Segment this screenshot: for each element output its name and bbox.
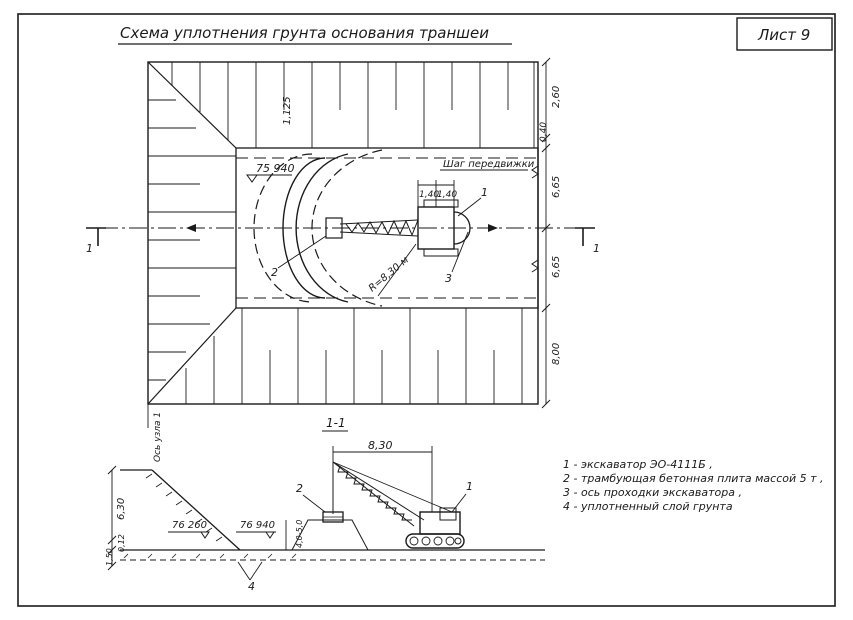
track-wheels: [409, 536, 462, 546]
tamping-arc-1: [282, 157, 326, 299]
section-elev-right-marker: [265, 531, 275, 539]
slope-edge-lower: [147, 307, 237, 405]
slope-hatch: [145, 473, 223, 542]
radius-leader: [377, 243, 417, 297]
tamping-arc-3: [253, 153, 313, 303]
section-callout-4: 4: [248, 580, 255, 593]
section-elev-left-marker: [200, 531, 210, 539]
section-mark-right-label: 1: [593, 242, 600, 255]
section-mark-left: [86, 227, 106, 246]
tamping-arc-2: [295, 153, 349, 303]
tamping-plate-plan: [325, 217, 343, 239]
plan-top-dim: 1,125: [282, 96, 293, 125]
crane-boom: [332, 461, 425, 527]
plan-outline: [147, 61, 539, 405]
left-dim-1: 6,30: [116, 498, 127, 520]
section-elev-right: 76 940: [240, 520, 275, 531]
excavator-track-upper: [423, 199, 459, 208]
section-elev-left: 76 260: [172, 520, 207, 531]
right-dim-2: 0,40: [539, 122, 549, 142]
section-title: 1-1: [326, 416, 346, 430]
excavation-slope: [151, 469, 241, 551]
bottom-hatch: [123, 553, 297, 559]
plan-callout-1: 1: [481, 186, 488, 199]
plan-elevation-marker: [246, 174, 258, 183]
sheet-frame: [17, 13, 836, 607]
plan-callout-2: 2: [271, 266, 278, 279]
plan-callout-3-leader: [451, 231, 469, 273]
section-mark-left-label: 1: [86, 242, 93, 255]
right-dim-1: 2,60: [551, 86, 562, 108]
section-mark-right: [575, 227, 595, 246]
section-callout-4-leader-2: [249, 561, 263, 581]
right-dim-5: 8,00: [551, 343, 562, 365]
reach-dim-label: 8,30: [368, 439, 393, 452]
pit-dim-label: 4,0-5,0: [295, 520, 304, 548]
break-mark-upper: [531, 165, 539, 179]
excavator-cab-plan: [453, 211, 471, 245]
section-callout-1-leader: [451, 493, 467, 513]
boom-plan: [339, 219, 419, 237]
step-label: Шаг передвижки: [443, 159, 535, 170]
step-dimension: [417, 169, 528, 207]
excavator-track-lower: [423, 248, 459, 257]
break-mark-lower: [531, 259, 539, 273]
slope-edge-upper: [147, 61, 237, 149]
slope-hatching-left: [148, 99, 236, 381]
plan-callout-3: 3: [445, 272, 452, 285]
crane-cable: [332, 461, 453, 513]
section-callout-4-leader-1: [237, 561, 251, 581]
left-dim-2: 0,12: [117, 534, 126, 552]
axis-arrow-right: [488, 224, 498, 232]
left-dim-3: 1,50: [105, 548, 114, 566]
axis-arrow-left: [186, 224, 196, 232]
right-dim-3: 6,65: [551, 176, 562, 198]
plan-elevation: 75 940: [256, 162, 295, 175]
excavator-track: [405, 533, 465, 549]
radius-label: R=8,30 м: [367, 255, 411, 295]
section-callout-2-leader: [302, 494, 326, 513]
slope-hatching-bottom: [185, 308, 523, 404]
left-dim-ticks: [107, 465, 117, 571]
excavator-cab: [439, 507, 457, 521]
step-dim-1: 1,40: [419, 190, 439, 200]
legend-item-2: 2 - трамбующая бетонная плита массой 5 т…: [563, 472, 824, 485]
sheet-label-box: [736, 17, 833, 51]
plan-callout-2-leader: [277, 235, 327, 269]
right-dim-ticks: [541, 57, 551, 409]
sheet-label: Лист 9: [757, 26, 810, 44]
tamping-arc-4: [311, 149, 383, 307]
node-axis-label: Ось узла 1: [153, 412, 163, 462]
legend: 1 - экскаватор ЭО-4111Б , 2 - трамбующая…: [563, 458, 824, 513]
plan-view: Шаг передвижки 1,40 1,40 75 940 R=8,30 м…: [86, 57, 600, 462]
section-view: 1-1: [105, 416, 545, 593]
slope-hatching-top: [171, 62, 535, 148]
legend-item-4: 4 - уплотненный слой грунта: [563, 500, 733, 513]
plan-callout-1-leader: [457, 197, 482, 217]
legend-item-1: 1 - экскаватор ЭО-4111Б ,: [563, 458, 713, 471]
section-callout-1: 1: [466, 480, 473, 493]
tamping-pit: [291, 519, 369, 551]
right-dim-4: 6,65: [551, 256, 562, 278]
drawing-title: Схема уплотнения грунта основания транше…: [120, 24, 489, 42]
section-callout-2: 2: [296, 482, 303, 495]
legend-item-3: 3 - ось проходки экскаватора ,: [563, 486, 742, 499]
step-dim-2: 1,40: [437, 190, 457, 200]
